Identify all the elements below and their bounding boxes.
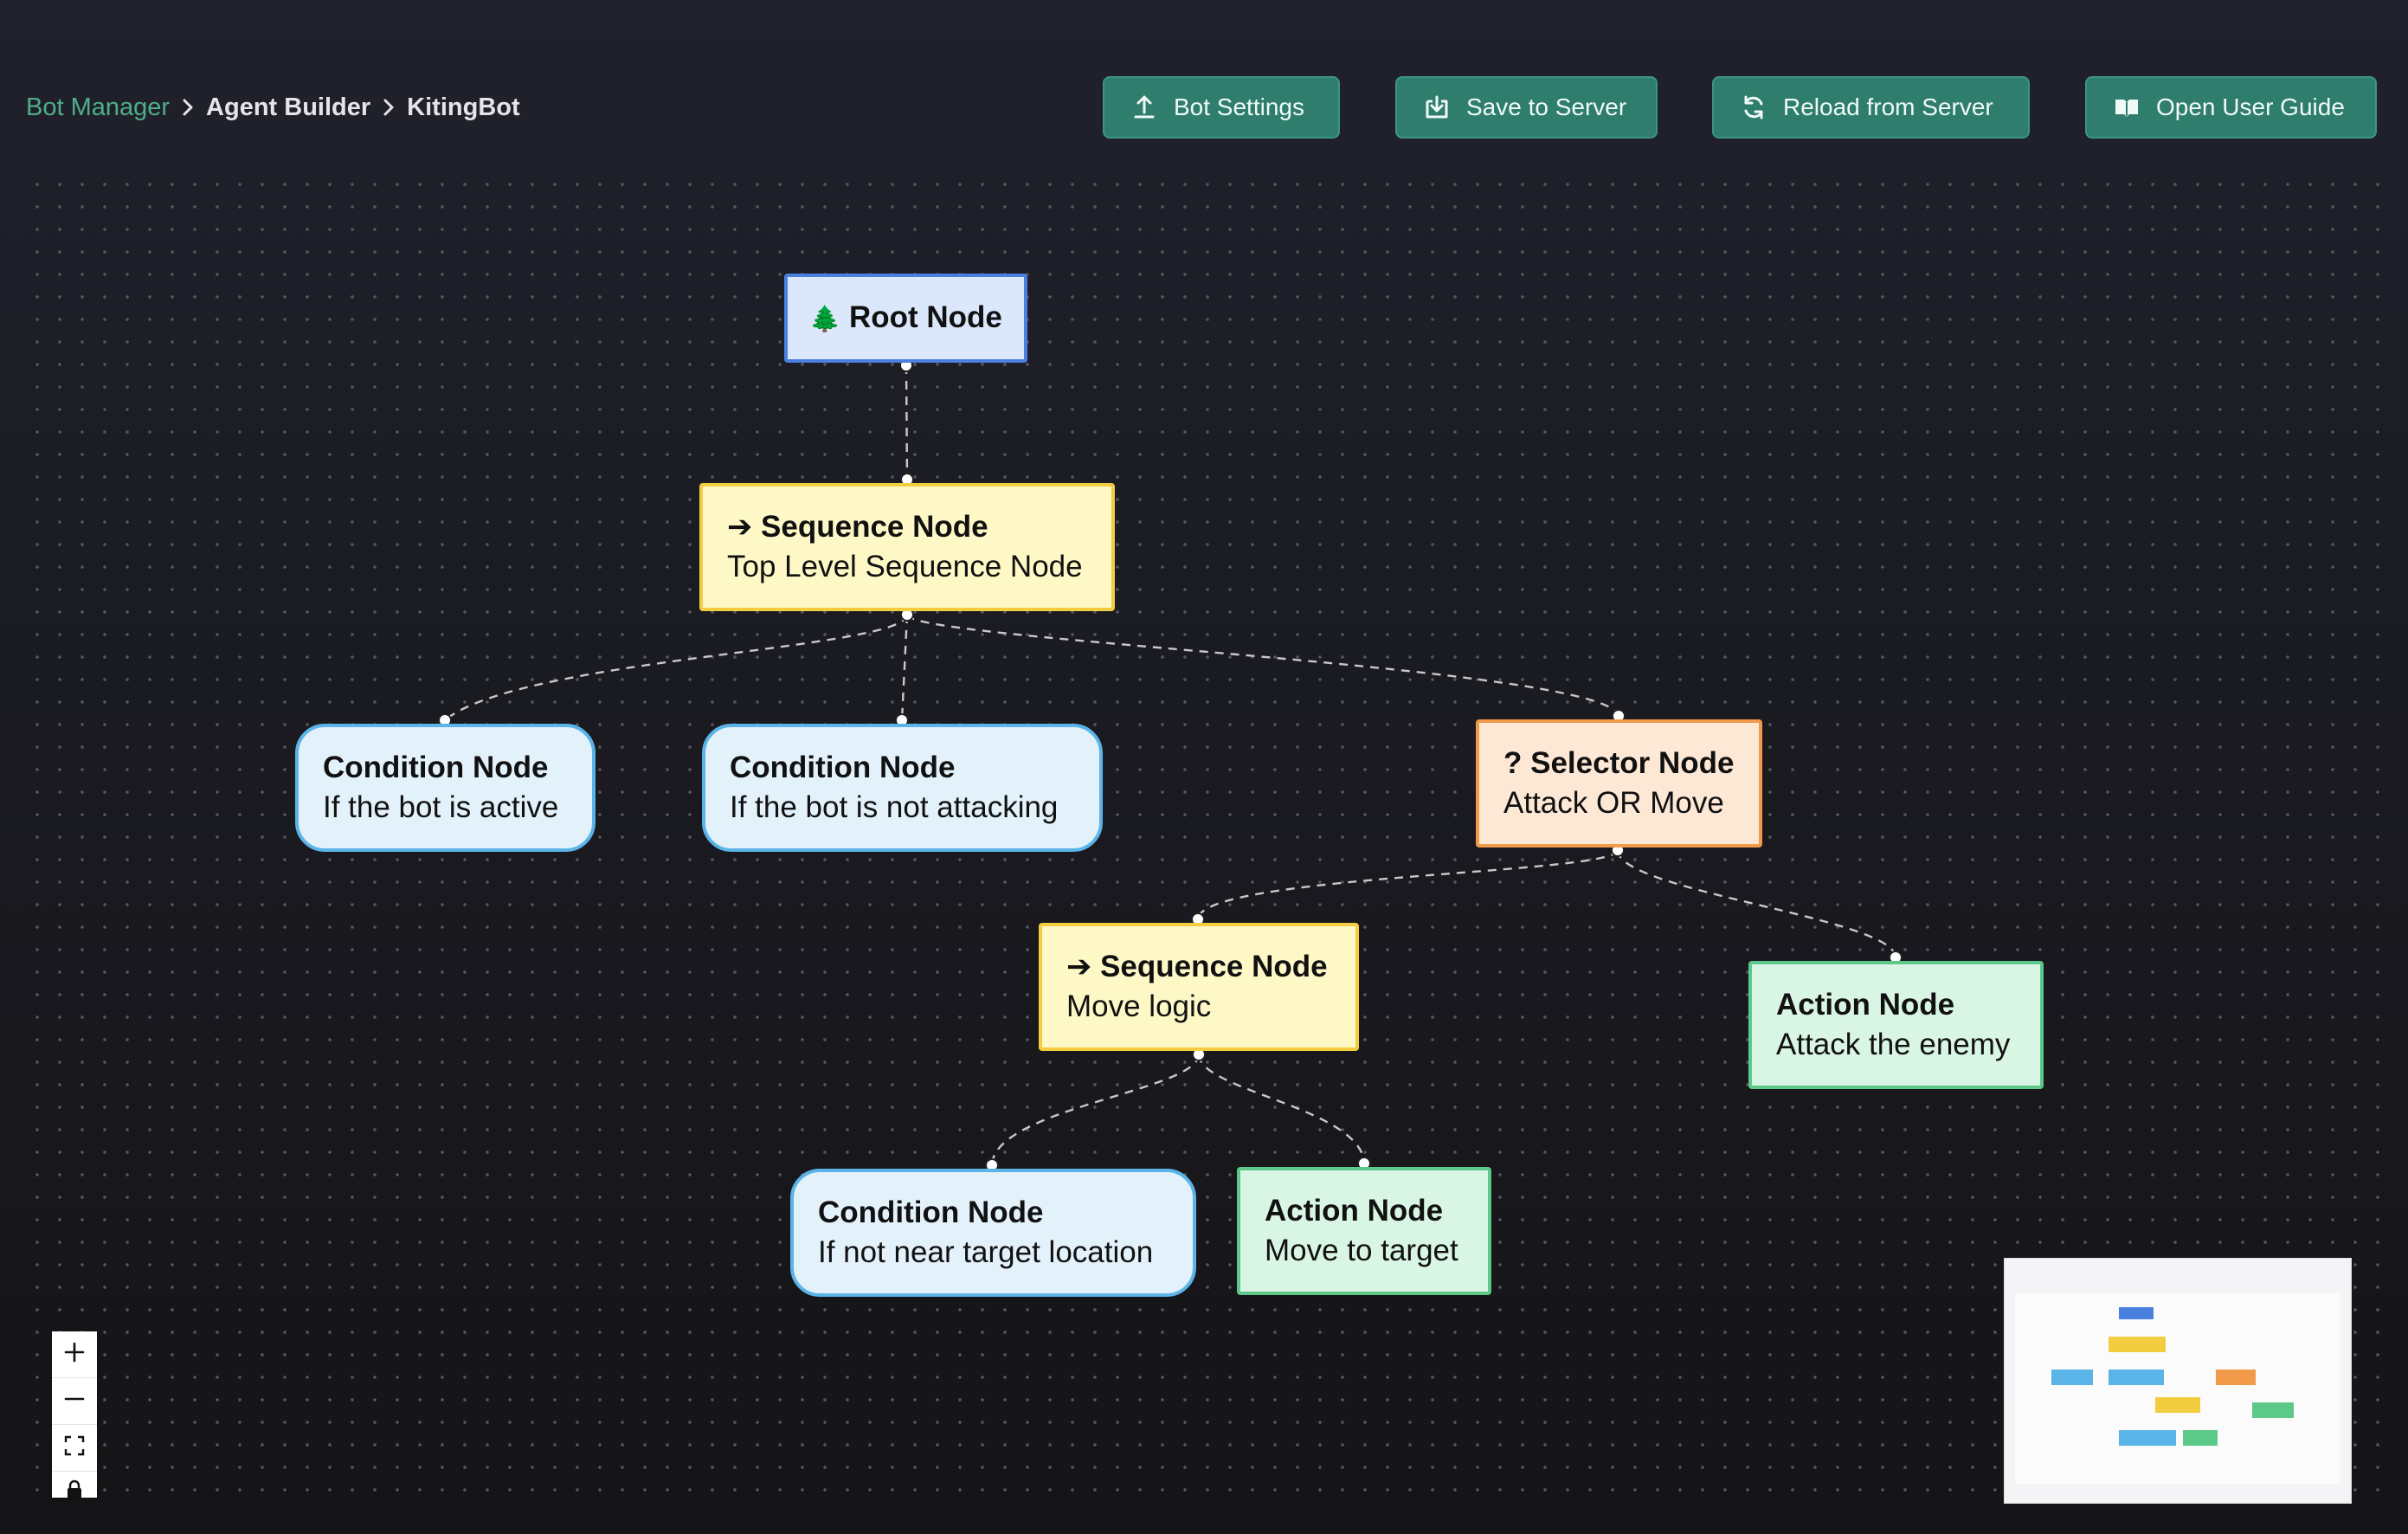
minimap-node-cond-not-attacking — [2109, 1370, 2164, 1385]
lock-icon — [63, 1479, 86, 1498]
node-subtitle: If the bot is not attacking — [730, 790, 1059, 824]
minimap[interactable] — [2005, 1259, 2351, 1503]
fit-view-button[interactable] — [52, 1425, 97, 1472]
node-subtitle: If the bot is active — [323, 790, 559, 824]
zoom-in-button[interactable] — [52, 1331, 97, 1378]
node-title: ➔ Sequence Node — [727, 510, 988, 544]
minus-icon — [63, 1388, 86, 1415]
minimap-node-seq-top — [2109, 1337, 2166, 1352]
minimap-node-cond-near — [2119, 1430, 2176, 1446]
save-label: Save to Server — [1466, 93, 1627, 120]
guide-label: Open User Guide — [2156, 93, 2345, 120]
chevron-right-icon — [170, 90, 206, 125]
bot-settings-button[interactable]: Bot Settings — [1103, 76, 1340, 139]
bot-settings-label: Bot Settings — [1174, 93, 1304, 120]
node-subtitle: If not near target location — [818, 1235, 1154, 1269]
lock-button[interactable] — [52, 1472, 97, 1498]
breadcrumb: Bot Manager Agent Builder KitingBot — [26, 90, 520, 125]
minimap-node-seq-move — [2155, 1397, 2200, 1413]
plus-icon — [63, 1341, 86, 1368]
upload-icon — [1130, 93, 1158, 121]
condition-node-active[interactable]: Condition Node If the bot is active — [295, 724, 596, 852]
action-node-attack[interactable]: Action Node Attack the enemy — [1748, 961, 2044, 1089]
node-title: Condition Node — [730, 751, 956, 784]
node-subtitle: Move to target — [1265, 1234, 1458, 1267]
chevron-right-icon — [370, 90, 407, 125]
sequence-node-top[interactable]: ➔ Sequence Node Top Level Sequence Node — [699, 483, 1115, 611]
refresh-icon — [1740, 93, 1767, 121]
zoom-out-button[interactable] — [52, 1378, 97, 1425]
reload-label: Reload from Server — [1783, 93, 1993, 120]
minimap-node-action-move — [2183, 1430, 2218, 1446]
node-title: ? Selector Node — [1503, 746, 1735, 780]
condition-node-not-attacking[interactable]: Condition Node If the bot is not attacki… — [702, 724, 1103, 852]
selector-node[interactable]: ? Selector Node Attack OR Move — [1476, 719, 1762, 848]
node-subtitle: Attack OR Move — [1503, 786, 1724, 820]
fit-view-icon — [63, 1434, 86, 1461]
minimap-node-root — [2119, 1307, 2154, 1319]
book-icon — [2113, 93, 2141, 121]
node-subtitle: Move logic — [1066, 989, 1212, 1023]
minimap-node-cond-active — [2051, 1370, 2093, 1385]
tree-icon: 🌲 — [809, 305, 841, 333]
node-title: ➔ Sequence Node — [1066, 950, 1328, 983]
root-node-title: 🌲 Root Node — [809, 300, 1002, 334]
save-to-server-button[interactable]: Save to Server — [1395, 76, 1658, 139]
node-title: Condition Node — [818, 1196, 1044, 1229]
zoom-controls — [52, 1331, 97, 1498]
minimap-node-selector — [2216, 1370, 2256, 1385]
node-title: Action Node — [1265, 1194, 1444, 1228]
node-subtitle: Top Level Sequence Node — [727, 550, 1083, 583]
action-node-move[interactable]: Action Node Move to target — [1237, 1167, 1491, 1295]
breadcrumb-current: KitingBot — [407, 93, 520, 121]
reload-from-server-button[interactable]: Reload from Server — [1712, 76, 2030, 139]
root-node[interactable]: 🌲 Root Node — [784, 274, 1027, 363]
minimap-node-action-attack — [2252, 1402, 2294, 1418]
condition-node-near-target[interactable]: Condition Node If not near target locati… — [790, 1169, 1196, 1297]
sequence-node-move[interactable]: ➔ Sequence Node Move logic — [1039, 923, 1359, 1051]
breadcrumb-bot-manager[interactable]: Bot Manager — [26, 93, 171, 121]
node-title: Action Node — [1776, 988, 1955, 1022]
node-title: Condition Node — [323, 751, 549, 784]
node-subtitle: Attack the enemy — [1776, 1028, 2011, 1061]
open-user-guide-button[interactable]: Open User Guide — [2085, 76, 2377, 139]
download-box-icon — [1423, 93, 1451, 121]
breadcrumb-agent-builder[interactable]: Agent Builder — [206, 93, 371, 121]
minimap-viewport — [2015, 1293, 2340, 1484]
